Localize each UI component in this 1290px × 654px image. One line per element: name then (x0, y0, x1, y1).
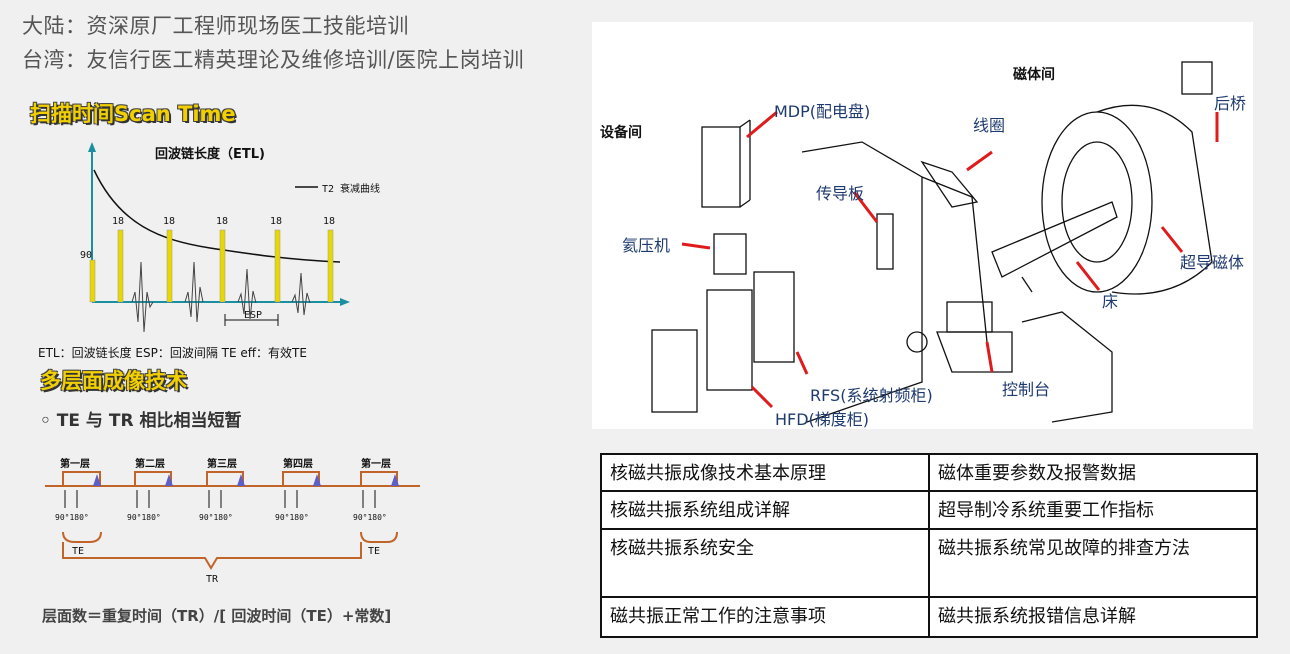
topic-cell: 磁共振系统报错信息详解 (928, 596, 1258, 638)
tr-label: TR (206, 574, 219, 585)
label-180-2: 18 (163, 216, 176, 227)
bullet-dot: ◦ (40, 411, 57, 431)
label-180-1: 18 (112, 216, 125, 227)
console-desk (936, 331, 1013, 373)
header-line-2: 台湾：友信行医工精英理论及维修培训/医院上岗培训 (22, 48, 525, 72)
pulse-label-1: 90°180° (55, 513, 89, 522)
label-mdp: MDP(配电盘) (774, 102, 871, 121)
topic-cell: 核磁共振成像技术基本原理 (600, 452, 930, 493)
label-coil: 线圈 (973, 116, 1006, 135)
slice-label-4: 第四层 (283, 459, 313, 470)
label-180-5: 18 (323, 216, 336, 227)
multislice-bullet: ◦ TE 与 TR 相比相当短暂 (40, 406, 241, 431)
t2-decay-curve (93, 169, 341, 263)
table-row: 核磁共振成像技术基本原理 磁体重要参数及报警数据 (600, 452, 1258, 493)
etl-x-arrow (340, 298, 350, 306)
etl-caption: ETL：回波链长度 ESP：回波间隔 TE eff：有效TE (38, 346, 307, 360)
topics-table: 核磁共振成像技术基本原理 磁体重要参数及报警数据 核磁共振系统组成详解 超导制冷… (600, 452, 1258, 638)
mri-system-illustration (651, 61, 1219, 423)
label-table: 床 (1102, 292, 1119, 311)
echo-1 (131, 261, 154, 333)
label-hfd: HFD(梯度柜) (775, 410, 870, 429)
table-row: 核磁共振系统组成详解 超导制冷系统重要工作指标 (600, 490, 1258, 530)
pulse-180-2 (166, 229, 173, 303)
slice-label-2: 第二层 (135, 459, 165, 470)
label-equipment-room: 设备间 (600, 125, 642, 141)
coil (920, 160, 979, 208)
label-rfs: RFS(系统射频柜) (810, 386, 933, 405)
te-label-2: TE (368, 546, 381, 557)
table-row: 核磁共振系统安全 磁共振系统常见故障的排查方法 (600, 527, 1258, 599)
pulse-180-4 (274, 229, 281, 303)
label-console: 控制台 (1002, 380, 1051, 399)
wall-3 (1021, 311, 1113, 423)
topic-cell: 磁共振系统常见故障的排查方法 (928, 527, 1258, 599)
echo-4 (291, 272, 311, 316)
etl-diagram (88, 142, 350, 333)
pulse-180-1 (117, 229, 124, 303)
multislice-formula: 层面数＝重复时间（TR）/[ 回波时间（TE）+常数] (42, 607, 392, 625)
echo-2 (184, 261, 204, 323)
etl-legend: T2 衰减曲线 (322, 184, 381, 195)
pulse-label-5: 90°180° (353, 513, 387, 522)
waveguide-panel (876, 213, 894, 270)
pulse-90 (89, 259, 96, 303)
tr-bracket (62, 542, 362, 570)
pulse-180-3 (219, 229, 226, 303)
esp-label: ESP (244, 310, 263, 321)
label-waveguide: 传导板 (816, 184, 865, 203)
slice-label-5: 第一层 (361, 459, 391, 470)
slice-label-3: 第三层 (207, 459, 237, 470)
compressor-box (713, 233, 747, 275)
rfs-cabinet (753, 271, 795, 363)
multislice-diagram (45, 471, 420, 570)
label-180-3: 18 (216, 216, 229, 227)
topic-cell: 核磁共振系统安全 (600, 527, 930, 599)
console-chair (906, 331, 928, 353)
pulse-label-4: 90°180° (275, 513, 309, 522)
cabinet-1 (651, 329, 698, 413)
etl-y-arrow (88, 142, 96, 152)
label-compressor: 氦压机 (622, 236, 671, 255)
topic-cell: 磁体重要参数及报警数据 (928, 452, 1258, 493)
te-label-1: TE (72, 546, 85, 557)
label-magnet: 超导磁体 (1180, 253, 1245, 272)
pulse-label-2: 90°180° (127, 513, 161, 522)
patient-table (991, 201, 1118, 278)
magnet-body (1096, 104, 1213, 295)
label-rear-bridge: 后桥 (1214, 94, 1247, 113)
rear-bridge-box (1181, 61, 1213, 95)
pulse-180-5 (327, 229, 334, 303)
multislice-title: 多层面成像技术 (40, 369, 187, 393)
magnet-front (1041, 111, 1153, 293)
mdp-cabinet (701, 126, 741, 208)
header-line-1: 大陆：资深原厂工程师现场医工技能培训 (22, 14, 409, 38)
pulse-label-3: 90°180° (199, 513, 233, 522)
label-magnet-room: 磁体间 (1013, 67, 1055, 83)
etl-chart-title: 回波链长度（ETL) (155, 147, 265, 162)
echo-3 (237, 268, 257, 320)
label-90: 90 (80, 250, 93, 261)
topic-cell: 磁共振正常工作的注意事项 (600, 596, 930, 638)
topic-cell: 超导制冷系统重要工作指标 (928, 490, 1258, 530)
bullet-text: TE 与 TR 相比相当短暂 (56, 411, 242, 431)
table-row: 磁共振正常工作的注意事项 磁共振系统报错信息详解 (600, 596, 1258, 638)
topic-cell: 核磁共振系统组成详解 (600, 490, 930, 530)
hfd-cabinet (706, 289, 753, 391)
scan-time-title: 扫描时间Scan Time (30, 102, 236, 126)
slice-label-1: 第一层 (60, 459, 90, 470)
label-180-4: 18 (270, 216, 283, 227)
